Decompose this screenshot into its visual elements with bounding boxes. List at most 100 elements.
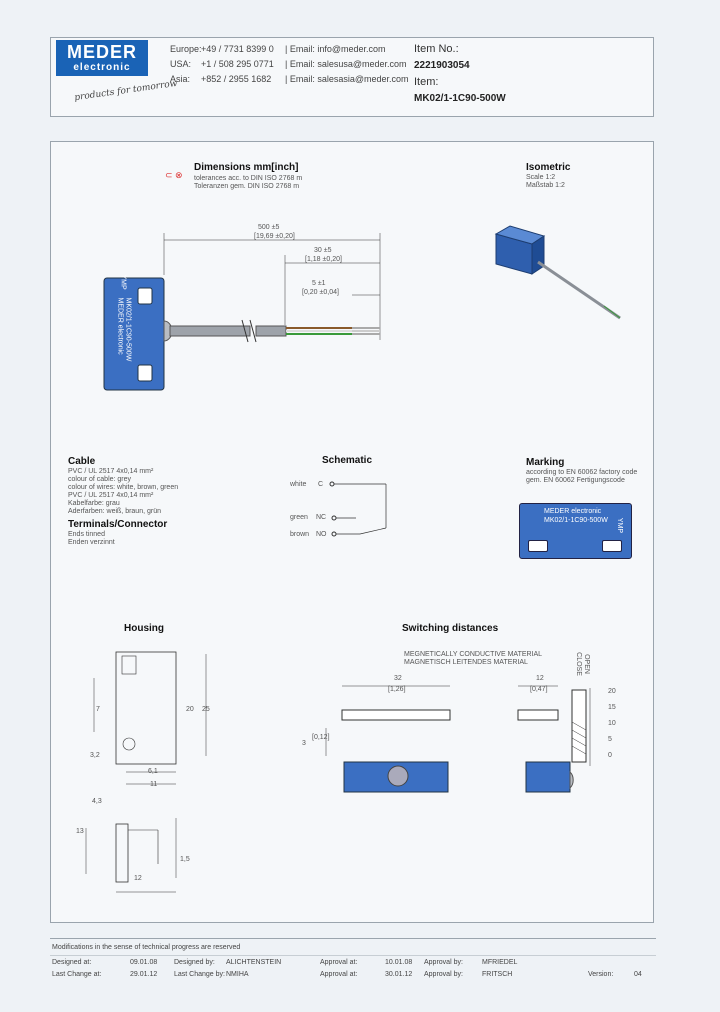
switching-dim-32: 32 <box>394 675 402 682</box>
approval-at-label-2: Approval at: <box>320 971 358 978</box>
housing-title: Housing <box>124 623 164 634</box>
marking-line-2: gem. EN 60062 Fertigungscode <box>526 477 625 484</box>
housing-dim-20: 20 <box>186 706 194 713</box>
version-value: 04 <box>634 971 642 978</box>
contact-asia-region: Asia: <box>170 74 191 84</box>
cable-title: Cable <box>68 456 96 467</box>
designed-by-value: ALICHTENSTEIN <box>226 959 282 966</box>
item-no-value: 2221903054 <box>414 60 470 71</box>
switching-title: Switching distances <box>402 623 499 634</box>
marking-slot-left <box>528 540 548 552</box>
designed-by-label: Designed by: <box>174 959 215 966</box>
cable-line-4: PVC / UL 2517 4x0,14 mm² <box>68 492 154 499</box>
switching-close: CLOSE <box>574 652 582 676</box>
schematic-code-no: NO <box>316 531 327 538</box>
switching-note-2: MAGNETISCH LEITENDES MATERIAL <box>404 659 528 666</box>
schematic-code-nc: NC <box>316 514 327 521</box>
housing-dim-25: 25 <box>202 706 210 713</box>
cable-line-6: Aderfarben: weiß, braun, grün <box>68 508 161 515</box>
approval-at-value-2: 30.01.12 <box>385 971 413 978</box>
switching-open: OPEN <box>582 654 590 674</box>
contact-europe-phone: +49 / 7731 8399 0 <box>201 44 274 54</box>
terminals-line-2: Enden verzinnt <box>68 539 115 546</box>
logo-text: MEDER <box>66 42 137 62</box>
isometric-line-1: Scale 1:2 <box>526 174 556 181</box>
schematic-title: Schematic <box>322 455 373 466</box>
schematic-drawing <box>329 481 387 537</box>
dim-30: 30 ±5 <box>314 247 332 254</box>
logo-subtext: electronic <box>73 62 131 73</box>
contact-usa-email[interactable]: | Email: salesusa@meder.com <box>285 59 407 69</box>
housing-dim-1-5: 1,5 <box>180 856 190 863</box>
schematic-wire-green: green <box>290 514 308 521</box>
switching-dim-3: 3 <box>302 740 306 747</box>
last-change-by-label: Last Change by: <box>174 971 225 978</box>
switching-dim-12: 12 <box>536 675 544 682</box>
version-label: Version: <box>588 971 614 978</box>
isometric-title: Isometric <box>526 162 571 173</box>
switching-dim-3-inch: [0,12] <box>312 734 330 741</box>
dimension-drawing <box>103 233 381 391</box>
designed-at-value: 09.01.08 <box>130 959 158 966</box>
housing-dim-11: 11 <box>150 781 158 788</box>
switching-drawing <box>325 685 591 793</box>
contact-asia-phone: +852 / 2955 1682 <box>201 74 272 84</box>
dimensions-note-1: tolerances acc. to DIN ISO 2768 m <box>194 175 303 182</box>
footer-row-divider <box>50 955 656 956</box>
dim-30-inch: [1,18 ±0,20] <box>305 256 342 263</box>
cable-line-3: colour of wires: white, brown, green <box>68 484 179 491</box>
marking-label: MEDER electronic MK02/1-1C90-500W YMP <box>519 503 632 559</box>
schematic-wire-white: white <box>290 481 307 488</box>
footer-divider <box>50 938 656 939</box>
switching-tick-5: 5 <box>608 736 612 743</box>
schematic-code-c: C <box>318 481 324 488</box>
switching-tick-10: 10 <box>608 720 616 727</box>
dimension-symbols: ⊂ ⊗ <box>165 170 183 180</box>
footer-notice: Modifications in the sense of technical … <box>52 944 241 951</box>
approval-at-value-1: 10.01.08 <box>385 959 413 966</box>
housing-dim-4-3: 4,3 <box>92 798 102 805</box>
dim-500-inch: [19,69 ±0,20] <box>254 233 295 240</box>
designed-at-label: Designed at: <box>52 959 92 966</box>
switching-tick-15: 15 <box>608 704 616 711</box>
last-change-at-value: 29.01.12 <box>130 971 158 978</box>
approval-by-label-2: Approval by: <box>424 971 463 978</box>
dimensions-note-2: Toleranzen gem. DIN ISO 2768 m <box>194 183 300 190</box>
item-label: Item: <box>414 76 439 88</box>
contact-usa-region: USA: <box>170 59 192 69</box>
marking-title: Marking <box>526 457 565 468</box>
schematic-wire-brown: brown <box>290 531 310 538</box>
cable-line-1: PVC / UL 2517 4x0,14 mm² <box>68 468 154 475</box>
marking-line-1: according to EN 60062 factory code <box>526 469 638 476</box>
last-change-at-label: Last Change at: <box>52 971 102 978</box>
sensor-text-3: YMP <box>119 274 127 290</box>
last-change-by-value: NMIHA <box>226 971 249 978</box>
contact-asia-email[interactable]: | Email: salesasia@meder.com <box>285 74 409 84</box>
approval-by-label-1: Approval by: <box>424 959 463 966</box>
terminals-title: Terminals/Connector <box>68 519 168 530</box>
housing-dim-6-1: 6,1 <box>148 768 158 775</box>
marking-label-line-1: MEDER electronic <box>544 508 602 515</box>
switching-dim-32-inch: [1,26] <box>388 686 406 693</box>
approval-at-label-1: Approval at: <box>320 959 358 966</box>
marking-slot-right <box>602 540 622 552</box>
sensor-side-text: MEDER electronic MK02/1-1C90-500W YMP <box>112 275 132 396</box>
terminals-line-1: Ends tinned <box>68 531 105 538</box>
dim-500: 500 ±5 <box>258 224 280 231</box>
cable-line-2: colour of cable: grey <box>68 476 132 483</box>
dimensions-title: Dimensions mm[inch] <box>194 162 299 173</box>
sensor-text-2: MK02/1-1C90-500W <box>124 297 132 362</box>
isometric-line-2: Maßstab 1:2 <box>526 182 565 189</box>
switching-dim-12-inch: [0,47] <box>530 686 548 693</box>
switching-tick-20: 20 <box>608 688 616 695</box>
housing-dim-13: 13 <box>76 828 84 835</box>
contact-europe-email[interactable]: | Email: info@meder.com <box>285 44 386 54</box>
contact-usa-phone: +1 / 508 295 0771 <box>201 59 274 69</box>
meder-logo: MEDER electronic <box>56 40 148 76</box>
sensor-text-1: MEDER electronic <box>116 297 124 355</box>
isometric-drawing <box>494 225 621 320</box>
housing-dim-3-2: 3,2 <box>90 752 100 759</box>
dim-5-inch: [0,20 ±0,04] <box>302 289 339 296</box>
dim-5: 5 ±1 <box>312 280 326 287</box>
contact-europe-region: Europe: <box>170 44 202 54</box>
